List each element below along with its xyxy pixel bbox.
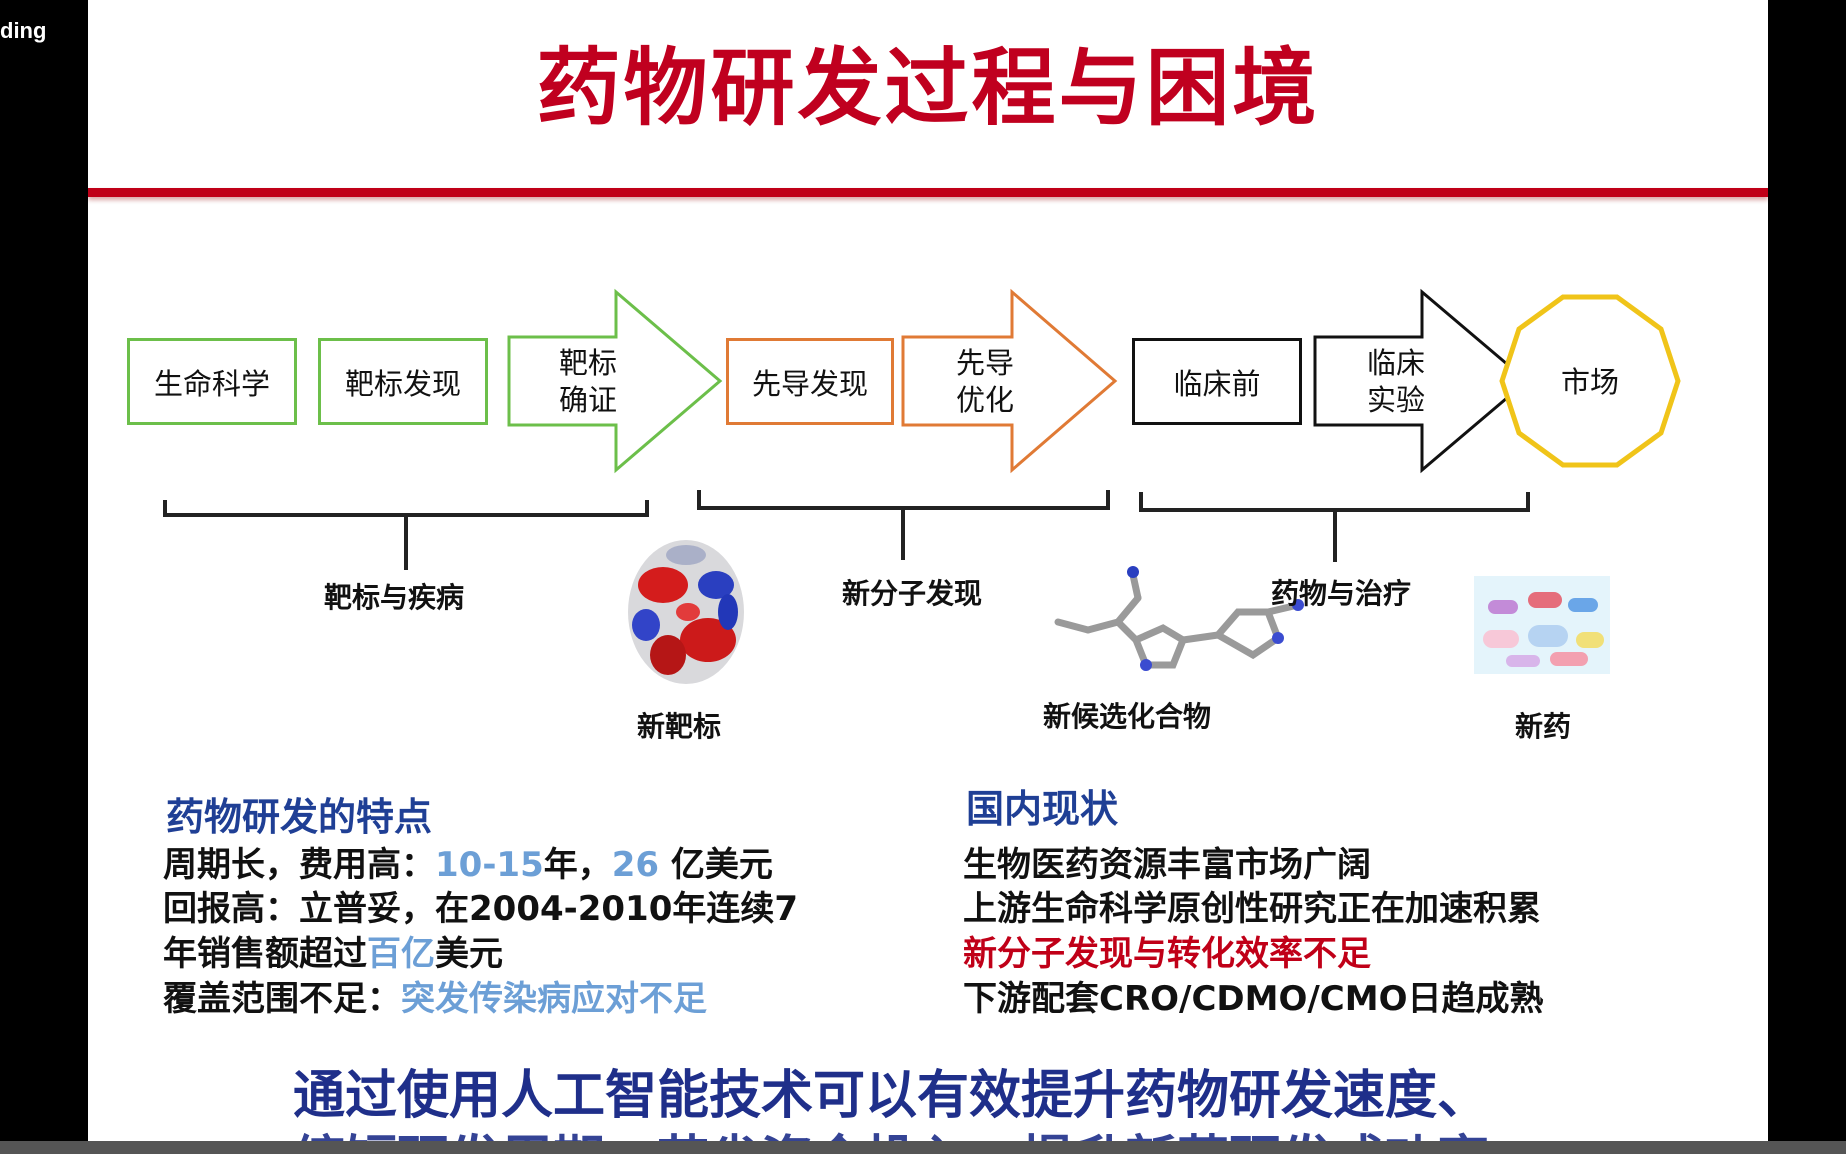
domestic-line-2: 上游生命科学原创性研究正在加速积累: [963, 889, 1541, 929]
candidate-molecule-image: [1054, 566, 1304, 671]
feature-line-3: 年销售额超过百亿美元: [163, 934, 503, 974]
stage-target-discovery: 靶标发现: [318, 338, 488, 425]
arrow-clinical-trial: [1313, 288, 1530, 474]
domestic-heading: 国内现状: [966, 787, 1119, 831]
arrow-lead-optimization: [901, 288, 1118, 474]
brace-new-molecule: [697, 490, 1110, 560]
stage-clinical-trial: 临床 实验: [1366, 346, 1425, 417]
protein-structure-image: [628, 540, 744, 684]
stage-lead-optimization: 先导 优化: [955, 346, 1014, 417]
brace-target-disease: [163, 500, 649, 570]
stage-lead-discovery: 先导发现: [726, 338, 894, 425]
feature-line-4: 覆盖范围不足：突发传染病应对不足: [163, 979, 707, 1019]
slide-title: 药物研发过程与困境: [536, 39, 1320, 137]
domestic-line-3: 新分子发现与转化效率不足: [963, 934, 1371, 974]
stage-market: 市场: [1560, 365, 1619, 399]
group-label-target-disease: 靶标与疾病: [324, 581, 465, 614]
conclusion-text: 通过使用人工智能技术可以有效提升药物研发速度、: [293, 1066, 1490, 1126]
group-label-drug-therapy: 药物与治疗: [1271, 577, 1412, 610]
pills-image: [1474, 576, 1610, 674]
arrow-target-validation: [507, 288, 723, 474]
domestic-line-4: 下游配套CRO/CDMO/CMO日趋成熟: [963, 979, 1544, 1019]
market-decagon: [1499, 294, 1681, 468]
caption-new-candidate: 新候选化合物: [1043, 700, 1212, 733]
presentation-slide: 药物研发过程与困境: [88, 0, 1768, 1154]
bottom-bar: [0, 1141, 1846, 1154]
stage-preclinical: 临床前: [1132, 338, 1302, 425]
caption-new-target: 新靶标: [637, 710, 722, 743]
features-heading: 药物研发的特点: [166, 795, 433, 839]
group-label-new-molecule: 新分子发现: [842, 577, 983, 610]
pipeline-diagram: [163, 288, 1681, 684]
recording-overlay-text: ding: [0, 18, 47, 43]
caption-new-drug: 新药: [1515, 710, 1572, 743]
brace-drug-therapy: [1139, 492, 1530, 562]
feature-line-2: 回报高：立普妥，在2004-2010年连续7: [163, 889, 799, 929]
feature-line-1: 周期长，费用高：10-15年，26 亿美元: [163, 845, 773, 885]
domestic-line-1: 生物医药资源丰富市场广阔: [963, 845, 1371, 885]
title-divider: [88, 188, 1768, 197]
stage-target-validation: 靶标 确证: [558, 346, 617, 417]
stage-life-science: 生命科学: [127, 338, 297, 425]
